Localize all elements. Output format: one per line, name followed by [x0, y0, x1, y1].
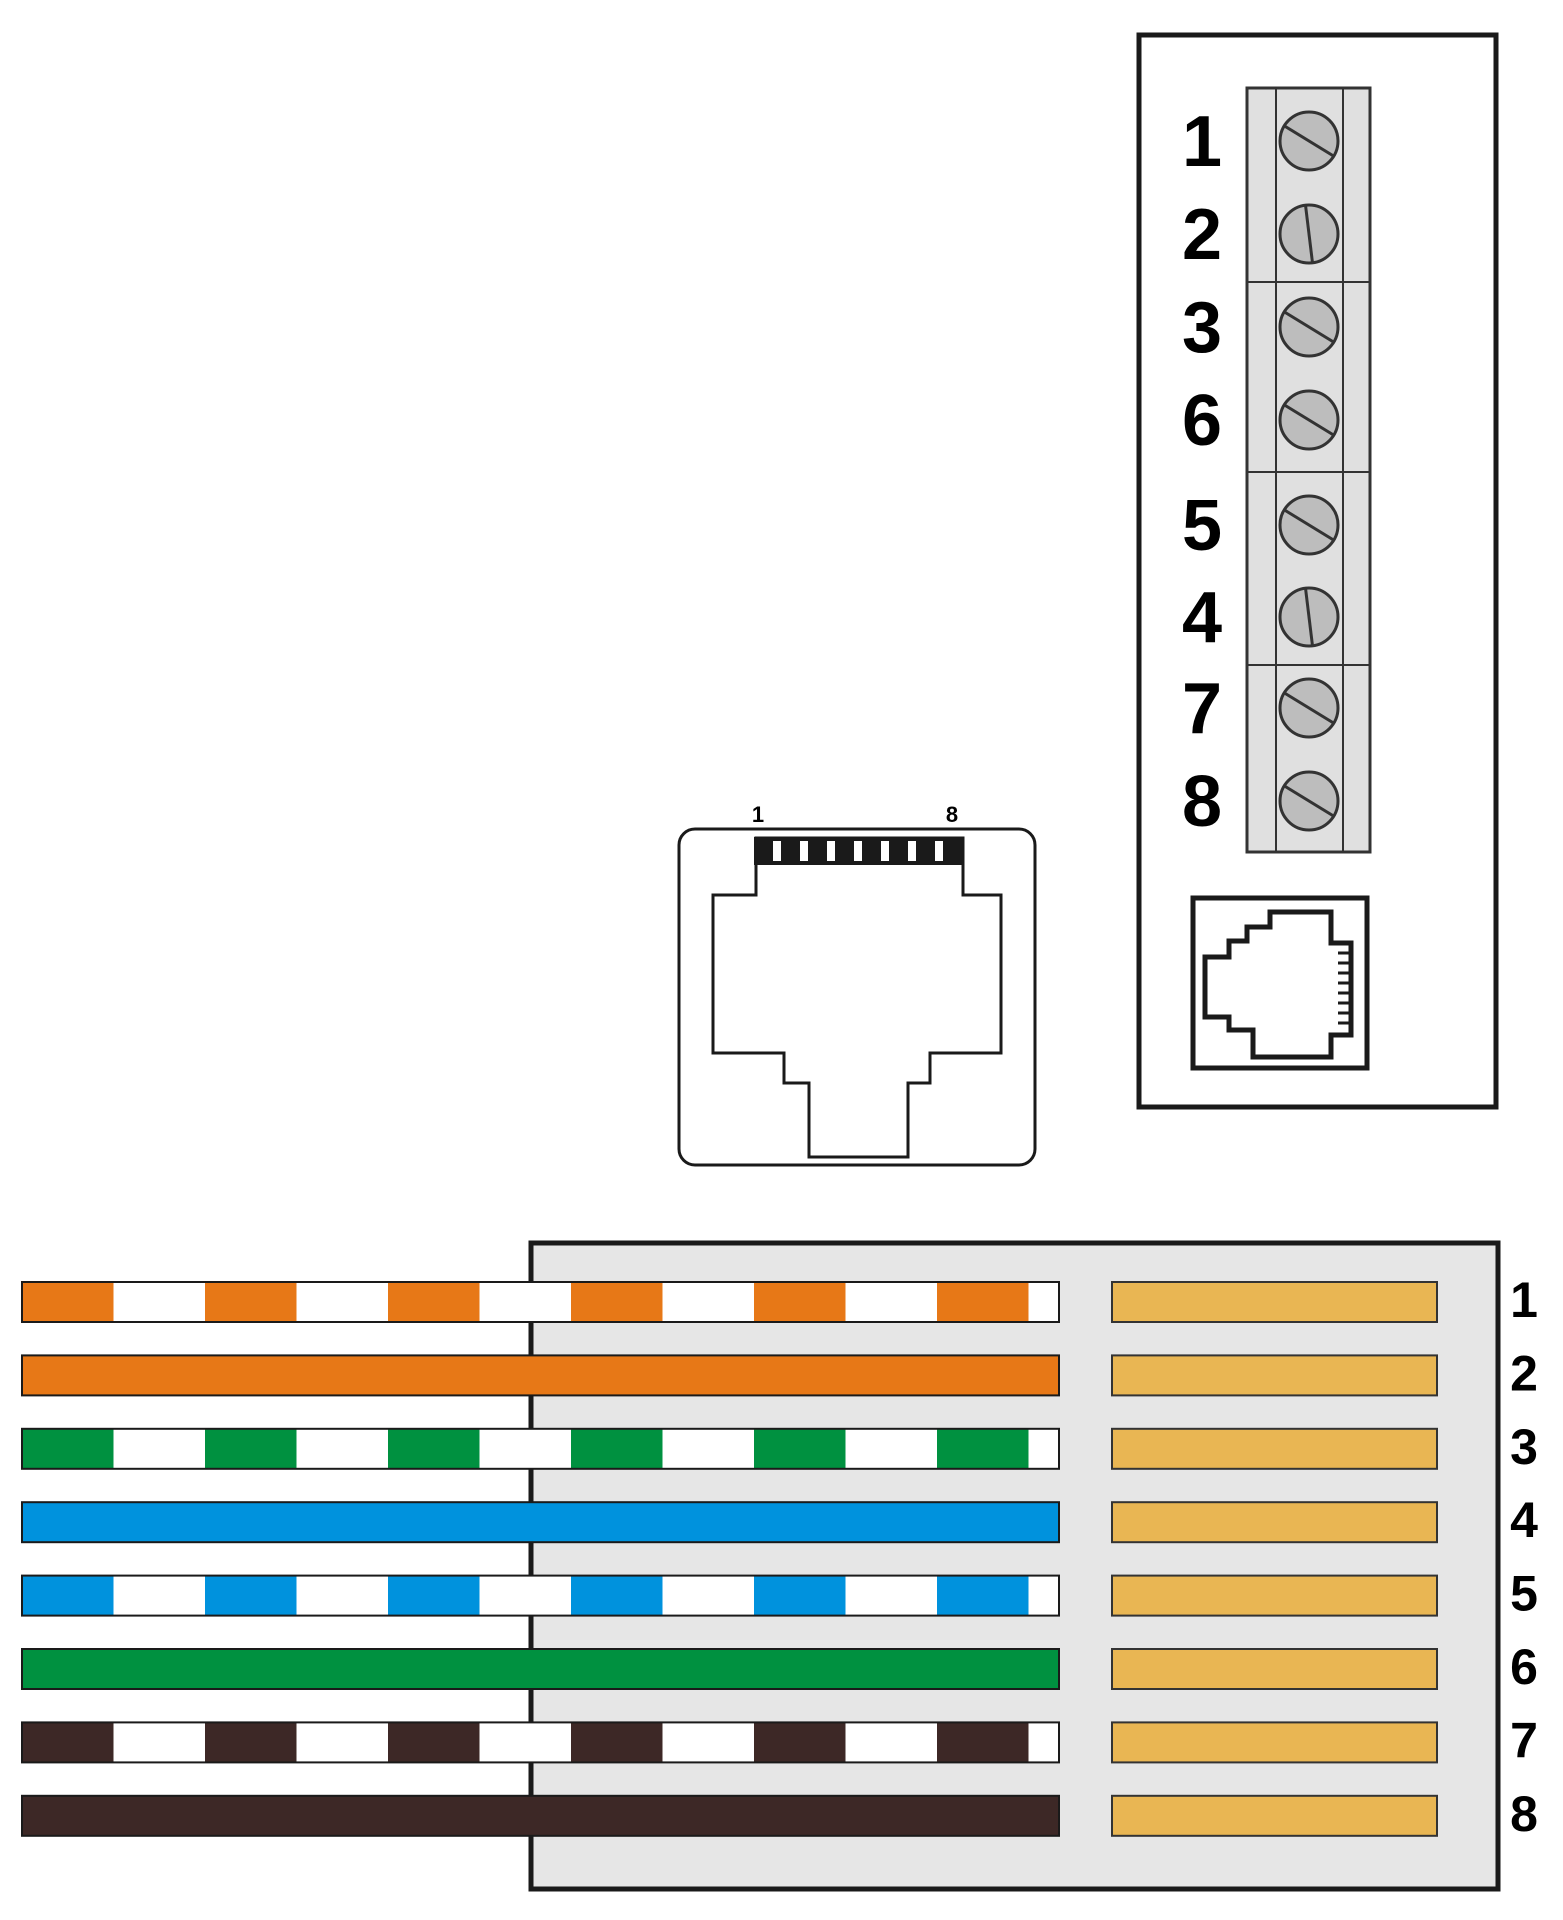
- screw-slot: [1283, 124, 1335, 158]
- wire-stripe: [205, 1722, 297, 1763]
- wire-outline: [21, 1354, 1060, 1397]
- wire-outline: [21, 1794, 1060, 1837]
- jack-front-contact-slot: [881, 841, 889, 861]
- wire-stripe: [388, 1575, 480, 1616]
- plug-contact: [1111, 1721, 1438, 1764]
- wire-outline: [21, 1648, 1060, 1690]
- wire-stripe: [571, 1282, 663, 1322]
- wire-insulation: [22, 1428, 1059, 1469]
- terminal-pin-label: 2: [1182, 195, 1222, 275]
- wire-stripe: [571, 1428, 663, 1469]
- wire-stripe: [754, 1575, 846, 1616]
- plug-contact: [1111, 1281, 1438, 1323]
- wire-4: [21, 1501, 1060, 1544]
- wire-1: [21, 1281, 1060, 1323]
- wire-stripe: [22, 1575, 114, 1616]
- plug-contact: [1111, 1574, 1438, 1617]
- plug-pin-label: 6: [1510, 1639, 1538, 1695]
- rj45-plug-wiring: 1 2 3 4 5 6 7 8: [21, 1240, 1538, 1892]
- jack-pin-8-label: 8: [946, 802, 958, 827]
- rj45-jack-front-view: 1 8: [677, 802, 1037, 1167]
- terminal-pin-label: 7: [1182, 669, 1222, 749]
- terminal-pin-label: 1: [1182, 102, 1222, 182]
- screw-slot: [1283, 310, 1335, 344]
- wire-outline: [21, 1574, 1060, 1617]
- plug-body: [528, 1240, 1501, 1892]
- plug-pin-label: 4: [1510, 1492, 1538, 1548]
- wire-outline: [21, 1281, 1060, 1323]
- terminal-pin-label: 3: [1182, 288, 1222, 368]
- plug-contact: [1111, 1427, 1438, 1470]
- wire-insulation: [22, 1282, 1059, 1322]
- wire-stripe: [571, 1722, 663, 1763]
- wire-stripe: [937, 1282, 1029, 1322]
- wire-8: [21, 1794, 1060, 1837]
- wire-7: [21, 1721, 1060, 1764]
- rj45-jack-icon: [1190, 895, 1370, 1071]
- wire-stripe: [22, 1722, 114, 1763]
- wire-stripe: [937, 1722, 1029, 1763]
- jack-pin-1-label: 1: [752, 802, 764, 827]
- wire-stripe: [22, 1282, 114, 1322]
- wire-stripe: [205, 1282, 297, 1322]
- screw-slot: [1283, 508, 1335, 542]
- wire-stripe: [937, 1428, 1029, 1469]
- plug-contact: [1111, 1501, 1438, 1544]
- wire-stripe: [205, 1428, 297, 1469]
- wire-outline: [21, 1501, 1060, 1544]
- plug-pin-label: 5: [1510, 1566, 1538, 1622]
- wire-stripe: [937, 1575, 1029, 1616]
- wire-insulation: [22, 1502, 1059, 1543]
- plug-contact: [1111, 1794, 1438, 1837]
- jack-front-contact-slot: [773, 841, 781, 861]
- wire-5: [21, 1574, 1060, 1617]
- wire-stripe: [754, 1282, 846, 1322]
- plug-pin-label: 7: [1510, 1712, 1538, 1768]
- wire-insulation: [22, 1575, 1059, 1616]
- jack-icon-outline: [1202, 909, 1354, 1060]
- screw-slot: [1283, 691, 1335, 725]
- terminal-pin-label: 6: [1182, 381, 1222, 461]
- plug-contact: [1111, 1648, 1438, 1690]
- wire-insulation: [22, 1649, 1059, 1689]
- wire-stripe: [388, 1428, 480, 1469]
- terminal-pin-label: 8: [1182, 762, 1222, 842]
- wire-stripe: [22, 1428, 114, 1469]
- wire-stripe: [571, 1575, 663, 1616]
- wire-insulation: [22, 1355, 1059, 1396]
- jack-front-contact-slot: [800, 841, 808, 861]
- plug-pin-label: 2: [1510, 1345, 1538, 1401]
- terminal-pin-label: 5: [1182, 486, 1222, 566]
- plug-pin-label: 1: [1510, 1272, 1538, 1328]
- terminal-block-panel: 1 2 3 6 5 4 7 8: [1136, 32, 1499, 1110]
- wire-stripe: [388, 1722, 480, 1763]
- plug-contact: [1111, 1354, 1438, 1397]
- wire-6: [21, 1648, 1060, 1690]
- jack-front-contact-slot: [935, 841, 943, 861]
- screw-slot: [1304, 588, 1314, 646]
- plug-pin-label: 3: [1510, 1419, 1538, 1475]
- plug-pin-label: 8: [1510, 1786, 1538, 1842]
- wire-3: [21, 1427, 1060, 1470]
- jack-front-contact-slot: [908, 841, 916, 861]
- wire-stripe: [754, 1428, 846, 1469]
- jack-front-contact-slot: [854, 841, 862, 861]
- screw-slot: [1304, 205, 1314, 263]
- wire-stripe: [388, 1282, 480, 1322]
- terminal-pin-label: 4: [1182, 578, 1222, 658]
- screw-slot: [1283, 784, 1335, 818]
- wire-insulation: [22, 1795, 1059, 1836]
- screw-slot: [1283, 403, 1335, 437]
- wire-stripe: [754, 1722, 846, 1763]
- jack-front-opening: [711, 836, 1003, 1159]
- wire-outline: [21, 1427, 1060, 1470]
- wire-2: [21, 1354, 1060, 1397]
- wire-insulation: [22, 1722, 1059, 1763]
- wire-stripe: [205, 1575, 297, 1616]
- jack-front-contact-slot: [827, 841, 835, 861]
- wire-outline: [21, 1721, 1060, 1764]
